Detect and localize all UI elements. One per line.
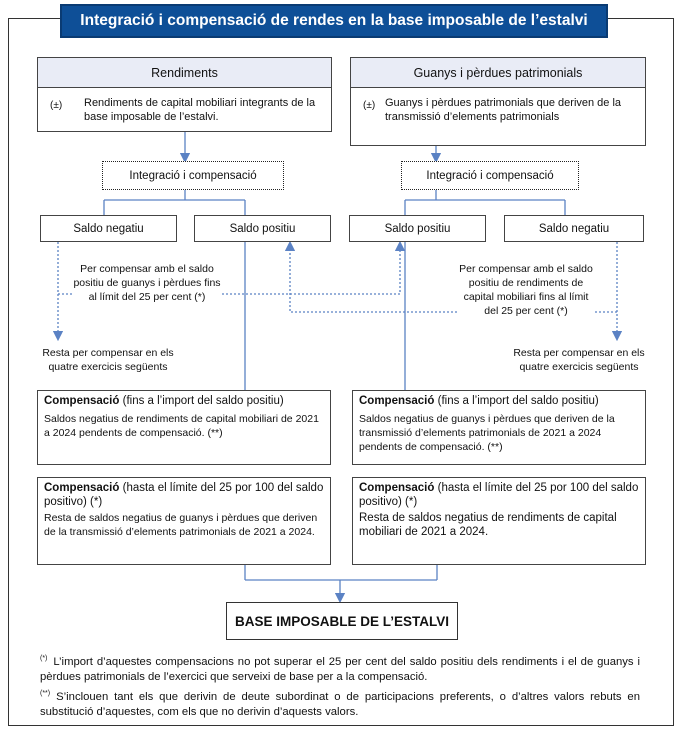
footnote-2-mark: (**) [40, 690, 51, 697]
right-comp-2: Compensació (hasta el límite del 25 por … [352, 477, 646, 565]
plus-minus-right: (±) [363, 100, 376, 111]
left-comp-1: Compensació (fins a l’import del saldo p… [37, 390, 331, 465]
right-saldo-negatiu: Saldo negatiu [504, 215, 644, 242]
right-comp-2-title: Compensació [359, 482, 435, 494]
left-comp-2: Compensació (hasta el límite del 25 por … [37, 477, 331, 565]
integration-left: Integració i compensació [102, 161, 284, 190]
left-comp-1-body: Saldos negatius de rendiments de capital… [44, 413, 319, 439]
base-imposable-box: BASE IMPOSABLE DE L’ESTALVI [226, 602, 458, 640]
rendiments-text: Rendiments de capital mobiliari integran… [84, 97, 316, 123]
right-comp-2-body: Resta de saldos negatius de rendiments d… [359, 512, 617, 538]
rendiments-box: Rendiments (±) Rendiments de capital mob… [37, 57, 332, 132]
diagram-title: Integració i compensació de rendes en la… [60, 4, 608, 38]
footnote-1-mark: (*) [40, 655, 48, 662]
footnote-1: (*)L’import d’aquestes compensacions no … [40, 651, 640, 685]
footnote-2: (**)S’inclouen tant els que derivin de d… [40, 686, 640, 720]
note-right-compensar: Per compensar amb el saldo positiu de re… [457, 262, 595, 318]
right-comp-1-body: Saldos negatius de guanys i pèrdues que … [359, 413, 615, 453]
right-saldo-positiu: Saldo positiu [349, 215, 486, 242]
plus-minus-left: (±) [50, 100, 63, 111]
footnote-2-text: S’inclouen tant els que derivin de deute… [40, 690, 640, 718]
right-comp-1-subtitle: (fins a l’import del saldo positiu) [434, 395, 599, 407]
left-comp-2-body: Resta de saldos negatius de guanys i pèr… [44, 512, 318, 538]
note-right-resta: Resta per compensar en els quatre exerci… [513, 347, 645, 373]
rendiments-header: Rendiments [38, 58, 331, 88]
left-comp-2-title: Compensació [44, 482, 120, 494]
note-left-resta: Resta per compensar en els quatre exerci… [42, 347, 174, 373]
guanys-text: Guanys i pèrdues patrimonials que derive… [385, 97, 622, 123]
left-comp-1-title: Compensació [44, 395, 120, 407]
right-comp-2-subtitle: (hasta el límite del 25 por 100 del sald… [359, 482, 639, 508]
right-comp-1-title: Compensació [359, 395, 435, 407]
left-saldo-negatiu: Saldo negatiu [40, 215, 177, 242]
guanys-header: Guanys i pèrdues patrimonials [351, 58, 645, 88]
right-comp-1: Compensació (fins a l’import del saldo p… [352, 390, 646, 465]
left-comp-2-subtitle: (hasta el límite del 25 por 100 del sald… [44, 482, 324, 508]
note-left-compensar: Per compensar amb el saldo positiu de gu… [72, 262, 222, 304]
integration-right: Integració i compensació [401, 161, 579, 190]
guanys-box: Guanys i pèrdues patrimonials (±) Guanys… [350, 57, 646, 146]
footnote-1-text: L’import d’aquestes compensacions no pot… [40, 655, 640, 683]
left-saldo-positiu: Saldo positiu [194, 215, 331, 242]
left-comp-1-subtitle: (fins a l’import del saldo positiu) [119, 395, 284, 407]
